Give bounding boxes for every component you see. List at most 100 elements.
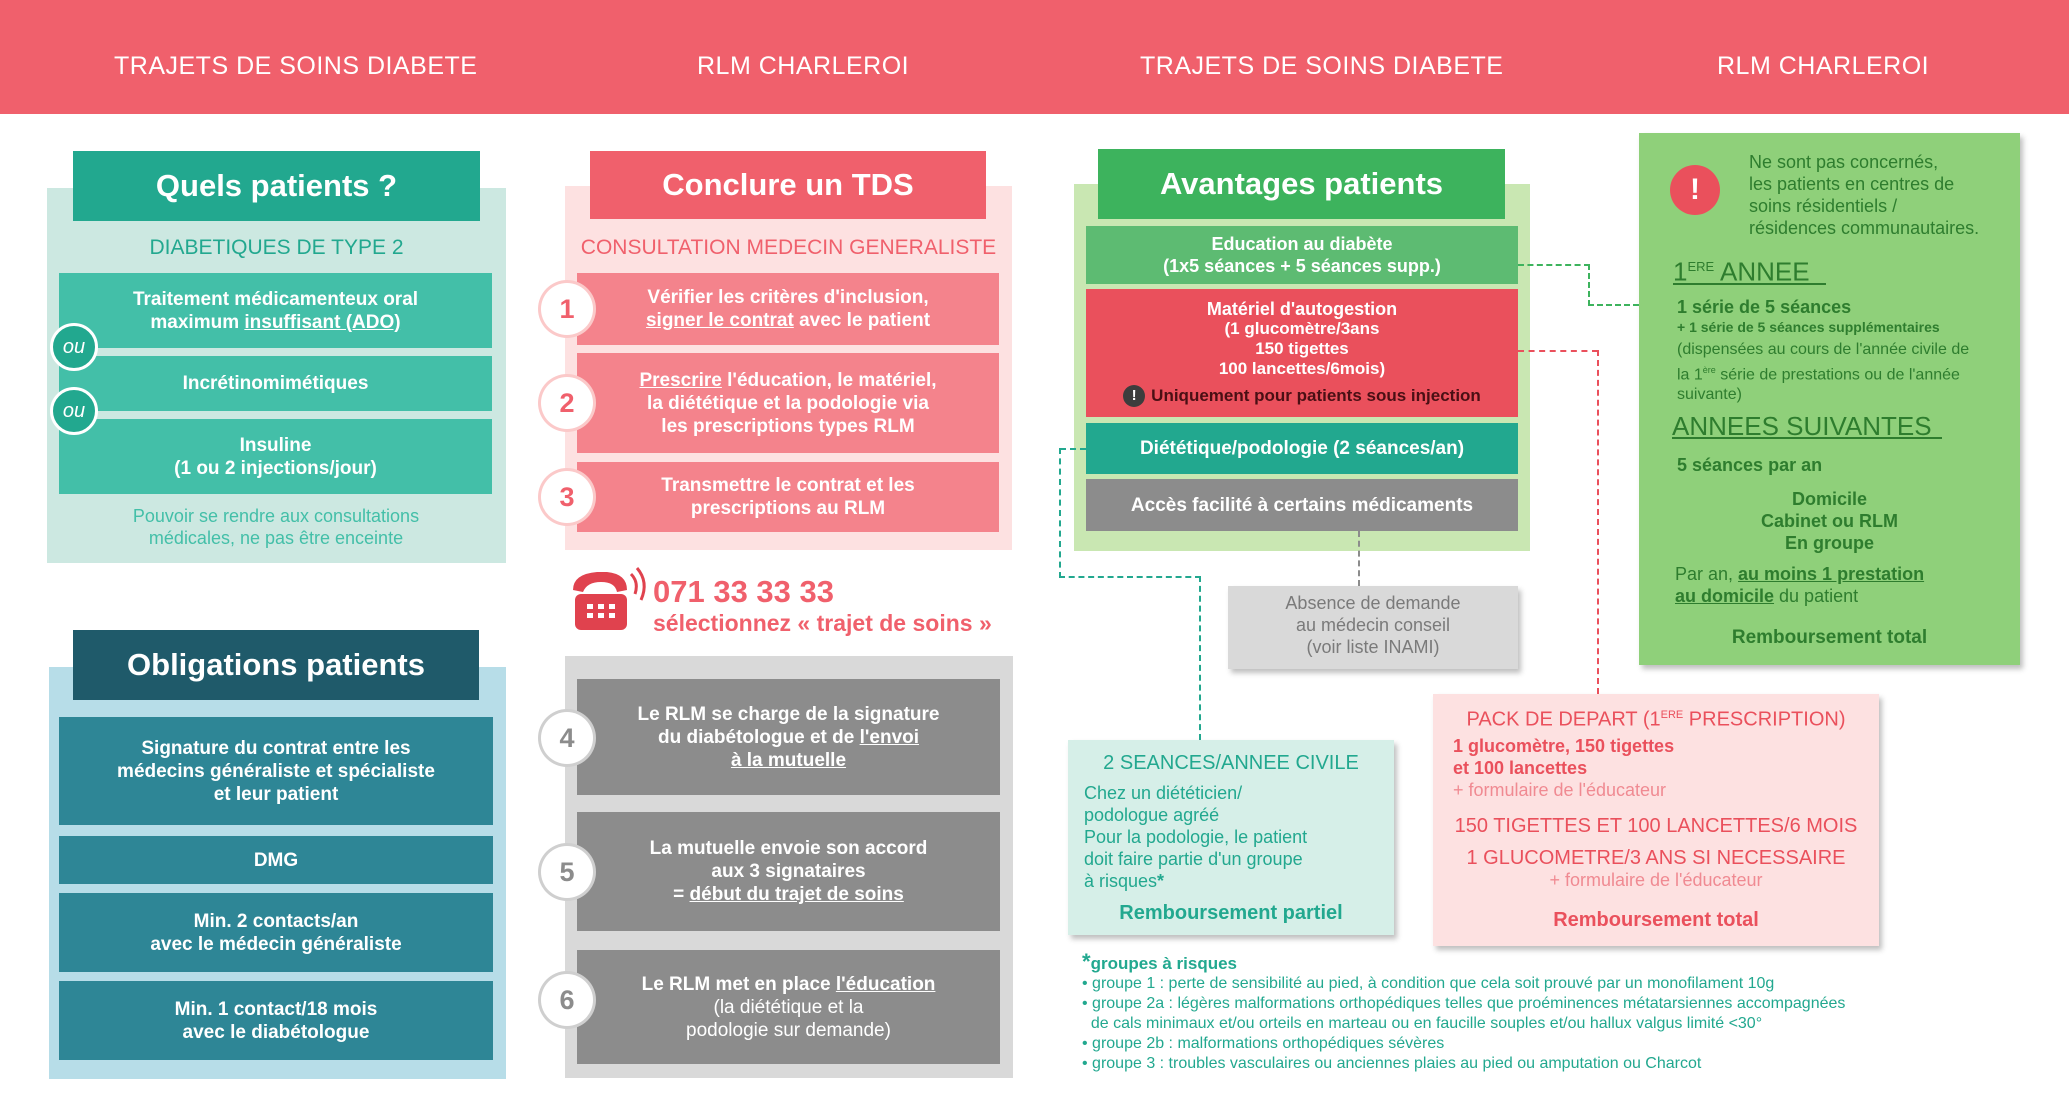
step-1-box: Vérifier les critères d'inclusion, signe… <box>577 273 999 345</box>
step-5-line3: = début du trajet de soins <box>673 884 904 905</box>
advantage-material-line4: 100 lancettes/6mois) <box>1218 359 1386 378</box>
pack-line-4: 150 TIGETTES ET 100 LANCETTES/6 MOIS <box>1454 814 1858 837</box>
obligation-diabeto-line1: Min. 1 contact/18 mois <box>174 998 378 1020</box>
criteria-incretino: Incrétinomimétiques <box>59 356 492 411</box>
exclusion-line2: les patients en centres de <box>1749 174 1955 194</box>
header-title-4: RLM CHARLEROI <box>1717 52 1930 80</box>
advantage-education-line2: (1x5 séances + 5 séances supp.) <box>1163 256 1441 276</box>
locations: Domicile Cabinet ou RLM En groupe <box>1639 488 2020 554</box>
first-year-line5: suivante) <box>1677 386 1742 404</box>
step-6-line2: (la diététique et la <box>713 996 864 1018</box>
or-badge-2: ou <box>50 387 98 435</box>
connector-diet-h2 <box>1059 576 1201 578</box>
pack-line-2: et 100 lancettes <box>1453 757 1588 778</box>
patients-subtitle: DIABETIQUES DE TYPE 2 <box>149 236 404 259</box>
step-2-line3: les prescriptions types RLM <box>661 415 915 437</box>
pack-title: PACK DE DEPART (1ERE PRESCRIPTION) <box>1466 708 1846 731</box>
first-year-line1: 1 série de 5 séances <box>1677 297 1852 317</box>
absence-box: Absence de demande au médecin conseil (v… <box>1228 586 1518 669</box>
advantage-education-line1: Education au diabète <box>1211 234 1393 254</box>
diet-text-5: à risques* <box>1084 871 1165 891</box>
step-6-line1: Le RLM met en place l'éducation <box>641 973 936 995</box>
exclusion-line3: soins résidentiels / <box>1749 196 1898 216</box>
phone-icon <box>565 560 651 640</box>
step-1-line1: Vérifier les critères d'inclusion, <box>647 287 929 308</box>
step-2-box: Prescrire l'éducation, le matériel, la d… <box>577 353 999 453</box>
risk-title: *groupes à risques <box>1082 949 1237 974</box>
step-3-box: Transmettre le contrat et les prescripti… <box>577 462 999 532</box>
diet-text-3: Pour la podologie, le patient <box>1084 827 1308 847</box>
warning-icon: ! <box>1123 385 1146 407</box>
step-2-number: 2 <box>541 377 593 429</box>
diet-text-4: doit faire partie d'un groupe <box>1084 849 1303 869</box>
step-1-number: 1 <box>541 283 593 335</box>
education-reimbursement: Remboursement total <box>1731 627 1928 648</box>
obligation-gp-line1: Min. 2 contacts/an <box>193 910 359 932</box>
criteria-insulin: Insuline (1 ou 2 injections/jour) <box>59 419 492 494</box>
advantage-material-line3: 150 tigettes <box>1255 339 1349 358</box>
pack-line-5: 1 GLUCOMETRE/3 ANS SI NECESSAIRE <box>1466 846 1846 869</box>
exclusion-note: Ne sont pas concernés, les patients en c… <box>1749 151 2019 239</box>
diet-text-1: Chez un diététicien/ <box>1084 783 1243 803</box>
connector-diet-h <box>1060 448 1086 450</box>
patients-title: Quels patients ? <box>73 151 480 221</box>
risk-item: de cals minimaux et/ou orteils en martea… <box>1082 1015 1763 1032</box>
warning-icon: ! <box>1670 165 1720 215</box>
step-3-line1: Transmettre le contrat et les <box>661 475 915 496</box>
per-year-note: Par an, au moins 1 prestation au domicil… <box>1675 564 1925 606</box>
obligation-dmg: DMG <box>59 836 493 884</box>
step-6-box: Le RLM met en place l'éducation (la diét… <box>577 950 1000 1064</box>
advantages-title: Avantages patients <box>1098 149 1505 219</box>
exclusion-line1: Ne sont pas concernés, <box>1749 152 1939 172</box>
risk-item: • groupe 3 : troubles vasculaires ou anc… <box>1082 1055 1702 1072</box>
criteria-oral-line2: maximum insuffisant (ADO) <box>150 311 401 333</box>
advantage-material-line1: Matériel d'autogestion <box>1206 299 1398 319</box>
advantage-material: Matériel d'autogestion (1 glucomètre/3an… <box>1086 289 1518 417</box>
step-6-number: 6 <box>541 974 593 1026</box>
phone-number[interactable]: 071 33 33 33 <box>653 574 835 609</box>
diet-box: 2 SEANCES/ANNEE CIVILE Chez un diététici… <box>1068 740 1394 935</box>
criteria-insulin-line2: (1 ou 2 injections/jour) <box>174 457 377 479</box>
first-year-line3: (dispensées au cours de l'année civile d… <box>1677 341 1970 358</box>
next-years-title: ANNEES SUIVANTES <box>1672 413 1942 439</box>
step-4-line3: à la mutuelle <box>730 749 847 771</box>
obligation-gp-contacts: Min. 2 contacts/an avec le médecin génér… <box>59 893 493 972</box>
pack-line-1: 1 glucomètre, 150 tigettes <box>1453 735 1675 756</box>
absence-line3: (voir liste INAMI) <box>1306 637 1440 657</box>
advantage-material-note: Uniquement pour patients sous injection <box>1151 386 1481 405</box>
first-year-line4: la 1ère série de prestations ou de l'ann… <box>1677 365 1960 384</box>
step-2-line2: la diététique et la podologie via <box>647 392 929 414</box>
or-badge-1: ou <box>50 323 98 371</box>
step-4-number: 4 <box>541 712 593 764</box>
criteria-insulin-line1: Insuline <box>239 434 312 456</box>
connector-education-h <box>1588 304 1639 306</box>
first-year-details: 1 série de 5 séances + 1 série de 5 séan… <box>1677 296 2007 405</box>
connector-education-v <box>1588 264 1590 306</box>
step-3-number: 3 <box>541 471 593 523</box>
header-title-1: TRAJETS DE SOINS DIABETE <box>114 52 478 80</box>
first-year-title: 1ERE ANNEE <box>1673 256 1826 285</box>
step-1-line2: signer le contrat avec le patient <box>645 310 931 331</box>
step-2-line1: Prescrire l'éducation, le matériel, <box>639 369 937 391</box>
risk-item: • groupe 1 : perte de sensibilité au pie… <box>1082 975 1775 992</box>
location-group: En groupe <box>1785 533 1874 553</box>
diet-reimbursement: Remboursement partiel <box>1119 902 1343 924</box>
step-5-line2: aux 3 signataires <box>711 861 866 882</box>
header-title-3: TRAJETS DE SOINS DIABETE <box>1140 52 1504 80</box>
absence-line1: Absence de demande <box>1285 593 1461 613</box>
step-5-line1: La mutuelle envoie son accord <box>649 838 928 859</box>
obligations-title: Obligations patients <box>73 630 479 700</box>
phone-instruction: sélectionnez « trajet de soins » <box>653 610 992 636</box>
exclusion-line4: résidences communautaires. <box>1749 218 1980 238</box>
step-4-box: Le RLM se charge de la signature du diab… <box>577 679 1000 795</box>
absence-line2: au médecin conseil <box>1295 615 1451 635</box>
education-panel: ! Ne sont pas concernés, les patients en… <box>1639 133 2020 665</box>
risk-groups: *groupes à risques • groupe 1 : perte de… <box>1082 949 1845 1074</box>
header-title-2: RLM CHARLEROI <box>697 52 910 80</box>
pack-reimbursement: Remboursement total <box>1553 908 1759 931</box>
advantage-medication: Accès facilité à certains médicaments <box>1086 479 1518 531</box>
diet-text-2: podologue agréé <box>1084 805 1220 825</box>
connector-material <box>1518 350 1598 352</box>
advantage-material-line2: (1 glucomètre/3ans <box>1224 319 1380 338</box>
conclude-subtitle: CONSULTATION MEDECIN GENERALISTE <box>580 236 997 259</box>
